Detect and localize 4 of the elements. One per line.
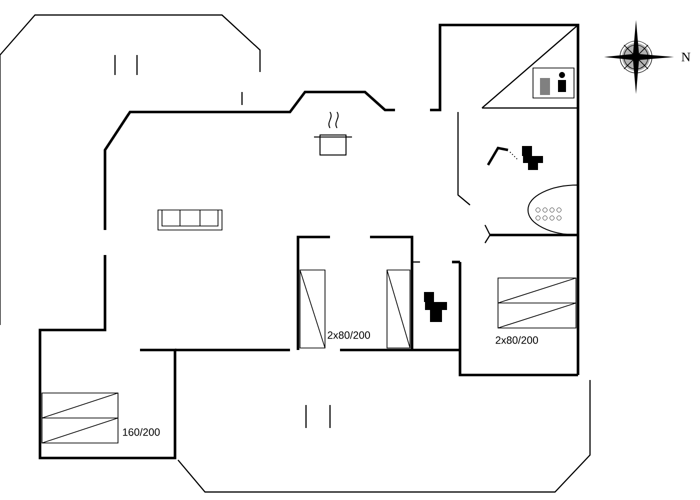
room-label: 2x80/200 <box>328 331 370 339</box>
room-label: N <box>682 52 690 62</box>
room-label: 160/200 <box>123 428 160 436</box>
room-label: 2x80/200 <box>496 336 538 344</box>
